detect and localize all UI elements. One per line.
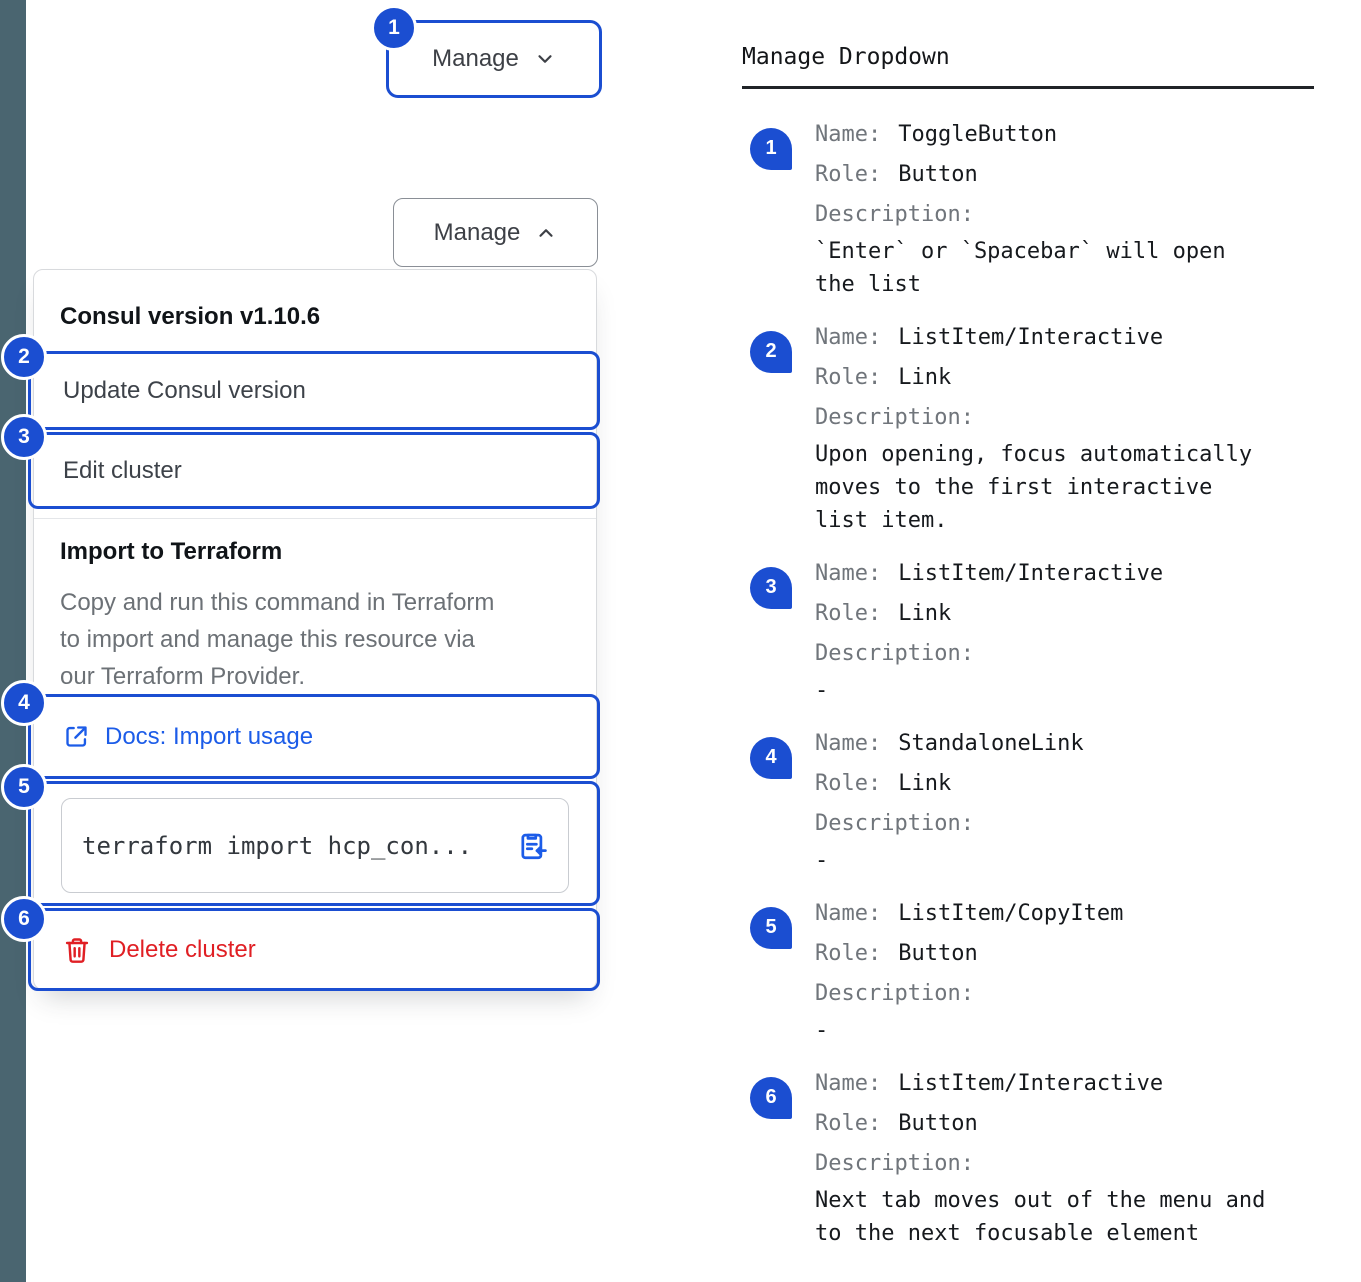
edit-cluster-label: Edit cluster [63,456,182,484]
role-label: Role: [815,1110,882,1136]
annotation-badge-6: 6 [1,896,47,942]
doc-entry-6: 6 Name:ListItem/Interactive Role:Button … [742,1064,1322,1250]
doc-entry-4: 4 Name: StandaloneLink Role: Link Descript… [742,724,1322,877]
role-label: Role: [815,600,882,626]
role-label: Role: [815,770,882,796]
doc-badge-4: 4 [750,736,792,779]
external-link-icon [63,723,90,750]
chevron-up-icon [535,222,557,244]
name-label: Name: [815,900,882,926]
entry-role: Link [898,364,952,390]
manage-toggle-label: Manage [432,45,519,72]
doc-entry-2: 2 Name: ListItem/Interactive Role: Link De… [742,318,1322,537]
entry-role: Link [898,600,952,626]
name-label: Name: [815,121,882,147]
dropdown-divider [34,518,596,519]
doc-entry-5: 5 Name: ListItem/CopyItem Role: Button Des… [742,894,1322,1047]
description-label: Description: [815,404,974,430]
entry-description: - [815,847,829,873]
description-label: Description: [815,980,974,1006]
entry-description: `Enter` or `Spacebar` will open the list [815,238,1226,297]
entry-name: ListItem/Interactive [898,560,1164,586]
name-label: Name: [815,730,882,756]
entry-description: - [815,677,829,703]
doc-title: Manage Dropdown [742,44,950,70]
role-label: Role: [815,364,882,390]
clipboard-copy-icon [517,830,548,861]
description-label: Description: [815,201,974,227]
entry-name: StandaloneLink [898,730,1084,756]
doc-badge-2: 2 [750,330,792,373]
entry-name: ListItem/CopyItem [898,900,1124,926]
terraform-import-code: terraform import hcp_con... [82,831,473,860]
entry-role: Button [898,161,978,187]
doc-title-rule [742,86,1314,89]
consul-version-title: Consul version v1.10.6 [60,303,321,330]
import-terraform-title: Import to Terraform [60,538,283,565]
description-label: Description: [815,810,974,836]
annotation-badge-3: 3 [1,414,47,460]
manage-toggle-open-label: Manage [433,218,521,246]
name-label: Name: [815,560,882,586]
entry-name: ListItem/Interactive [898,1070,1164,1096]
doc-entry-3: 3 Name: ListItem/Interactive Role: Link De… [742,554,1322,707]
chevron-down-icon [534,48,556,70]
doc-badge-5: 5 [750,906,792,949]
doc-badge-1: 1 [750,127,792,170]
description-label: Description: [815,1150,974,1176]
doc-badge-6: 6 [750,1076,792,1119]
docs-import-usage-link[interactable]: Docs: Import usage [31,697,597,776]
description-label: Description: [815,640,974,666]
annotation-outline-5: terraform import hcp_con... [28,781,600,906]
focus-ring [386,20,602,98]
annotation-badge-5: 5 [1,764,47,810]
annotation-outline-4: Docs: Import usage [28,694,600,779]
annotation-badge-4: 4 [1,680,47,726]
annotation-outline-3: Edit cluster [28,432,600,509]
manage-toggle-button[interactable]: Manage [394,28,594,90]
annotation-badge-1: 1 [371,5,417,51]
delete-cluster-label: Delete cluster [109,935,256,963]
documentation-panel: Manage Dropdown 1 Name: ToggleButton Role… [742,30,1322,1267]
update-consul-version-label: Update Consul version [63,376,306,404]
role-label: Role: [815,940,882,966]
menu-item-edit-cluster[interactable]: Edit cluster [31,435,597,506]
trash-icon [63,936,91,964]
menu-item-delete-cluster[interactable]: Delete cluster [31,911,597,988]
menu-item-update-consul-version[interactable]: Update Consul version [31,354,597,427]
entry-description: Upon opening, focus automatically moves … [815,441,1253,533]
entry-role: Button [898,940,978,966]
entry-role: Link [898,770,952,796]
sidebar-strip [0,0,26,1282]
copy-snippet-button[interactable] [517,830,548,861]
name-label: Name: [815,324,882,350]
manage-toggle-button-open[interactable]: Manage [393,198,598,267]
entry-description: Next tab moves out of the menu and to th… [815,1187,1266,1246]
terraform-import-snippet: terraform import hcp_con... [61,798,569,893]
entry-name: ListItem/Interactive [898,324,1164,350]
docs-import-usage-label: Docs: Import usage [105,722,314,750]
entry-description: - [815,1017,829,1043]
annotation-badge-2: 2 [1,334,47,380]
name-label: Name: [815,1070,882,1096]
import-terraform-description: Copy and run this command in Terraform t… [60,589,495,690]
doc-badge-3: 3 [750,566,792,609]
doc-entry-1: 1 Name: ToggleButton Role: Button Descript… [742,115,1322,301]
annotation-outline-2: Update Consul version [28,351,600,430]
role-label: Role: [815,161,882,187]
entry-name: ToggleButton [898,121,1058,147]
entry-role: Button [898,1110,978,1136]
annotation-outline-6: Delete cluster [28,908,600,991]
